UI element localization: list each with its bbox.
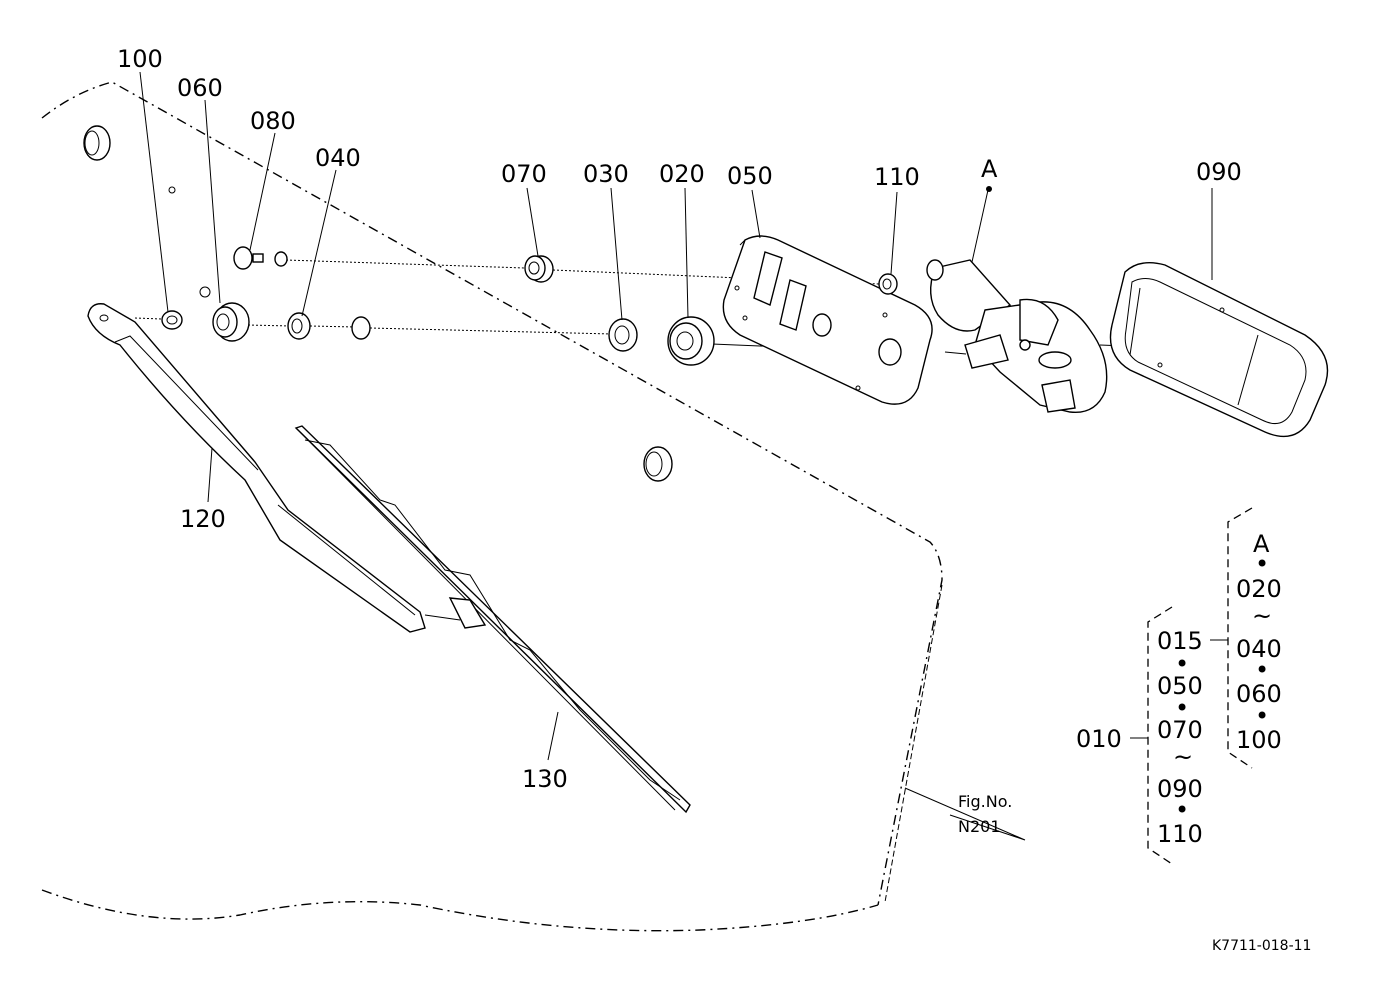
- callout-100: 100: [117, 45, 163, 73]
- callout-080: 080: [250, 107, 296, 135]
- figure-reference: Fig.No. N201: [958, 792, 1012, 836]
- group-outer-item-070: 070: [1157, 716, 1203, 744]
- assembly-group: 010 015 • 050 • 070 ~ 090 • 110 A • 020 …: [1076, 507, 1282, 865]
- part-130-wiper-blade: [294, 425, 691, 814]
- part-040-washer: [287, 312, 371, 340]
- group-inner-sep-2: •: [1255, 656, 1269, 684]
- group-outer-sep-2: •: [1175, 694, 1189, 722]
- callout-020: 020: [659, 160, 705, 188]
- group-inner-range: ~: [1252, 602, 1272, 630]
- window-glass-outline: [41, 81, 943, 932]
- callout-050: 050: [727, 162, 773, 190]
- callout-060: 060: [177, 74, 223, 102]
- callout-130: 130: [522, 765, 568, 793]
- part-120-wiper-arm: [87, 303, 461, 633]
- group-outer-item-110: 110: [1157, 820, 1203, 848]
- part-A-wiper-motor: [926, 259, 1108, 414]
- callout-090: 090: [1196, 158, 1242, 186]
- group-outer-item-050: 050: [1157, 672, 1203, 700]
- callout-labels: 100 060 080 040 070 030 020 050 110 A 09…: [117, 45, 1242, 793]
- group-inner-item-100: 100: [1236, 726, 1282, 754]
- part-090-cover: [1109, 262, 1329, 438]
- group-inner-item-020: 020: [1236, 575, 1282, 603]
- part-110-nut: [878, 273, 898, 295]
- figure-ref-label: Fig.No.: [958, 792, 1012, 811]
- group-inner-item-A: A: [1253, 530, 1270, 558]
- group-main-010: 010: [1076, 725, 1122, 753]
- group-outer-sep-3: •: [1175, 796, 1189, 824]
- callout-110: 110: [874, 163, 920, 191]
- part-030-washer: [608, 318, 638, 352]
- group-outer-range: ~: [1173, 743, 1193, 771]
- group-inner-item-040: 040: [1236, 635, 1282, 663]
- callout-040: 040: [315, 144, 361, 172]
- callout-070: 070: [501, 160, 547, 188]
- callout-A-dot: [986, 186, 992, 192]
- callout-030: 030: [583, 160, 629, 188]
- group-inner-sep-3: •: [1255, 702, 1269, 730]
- part-100-nut: [161, 310, 183, 330]
- part-080-bolt: [233, 246, 288, 270]
- group-outer-sep-1: •: [1175, 650, 1189, 678]
- drawing-code: K7711-018-11: [1212, 938, 1311, 954]
- part-060-grommet: [212, 302, 250, 342]
- part-050-bracket-plate: [722, 235, 933, 405]
- callout-120: 120: [180, 505, 226, 533]
- figure-ref-number: N201: [958, 817, 1001, 836]
- group-inner-item-060: 060: [1236, 680, 1282, 708]
- group-inner-sep-1: •: [1255, 550, 1269, 578]
- part-070-bushing: [524, 255, 554, 283]
- callout-A: A: [981, 155, 998, 183]
- group-outer-item-015: 015: [1157, 627, 1203, 655]
- glass-holes: [83, 125, 673, 482]
- leader-lines: [139, 71, 1213, 841]
- part-020-seal: [667, 316, 715, 366]
- group-outer-item-090: 090: [1157, 775, 1203, 803]
